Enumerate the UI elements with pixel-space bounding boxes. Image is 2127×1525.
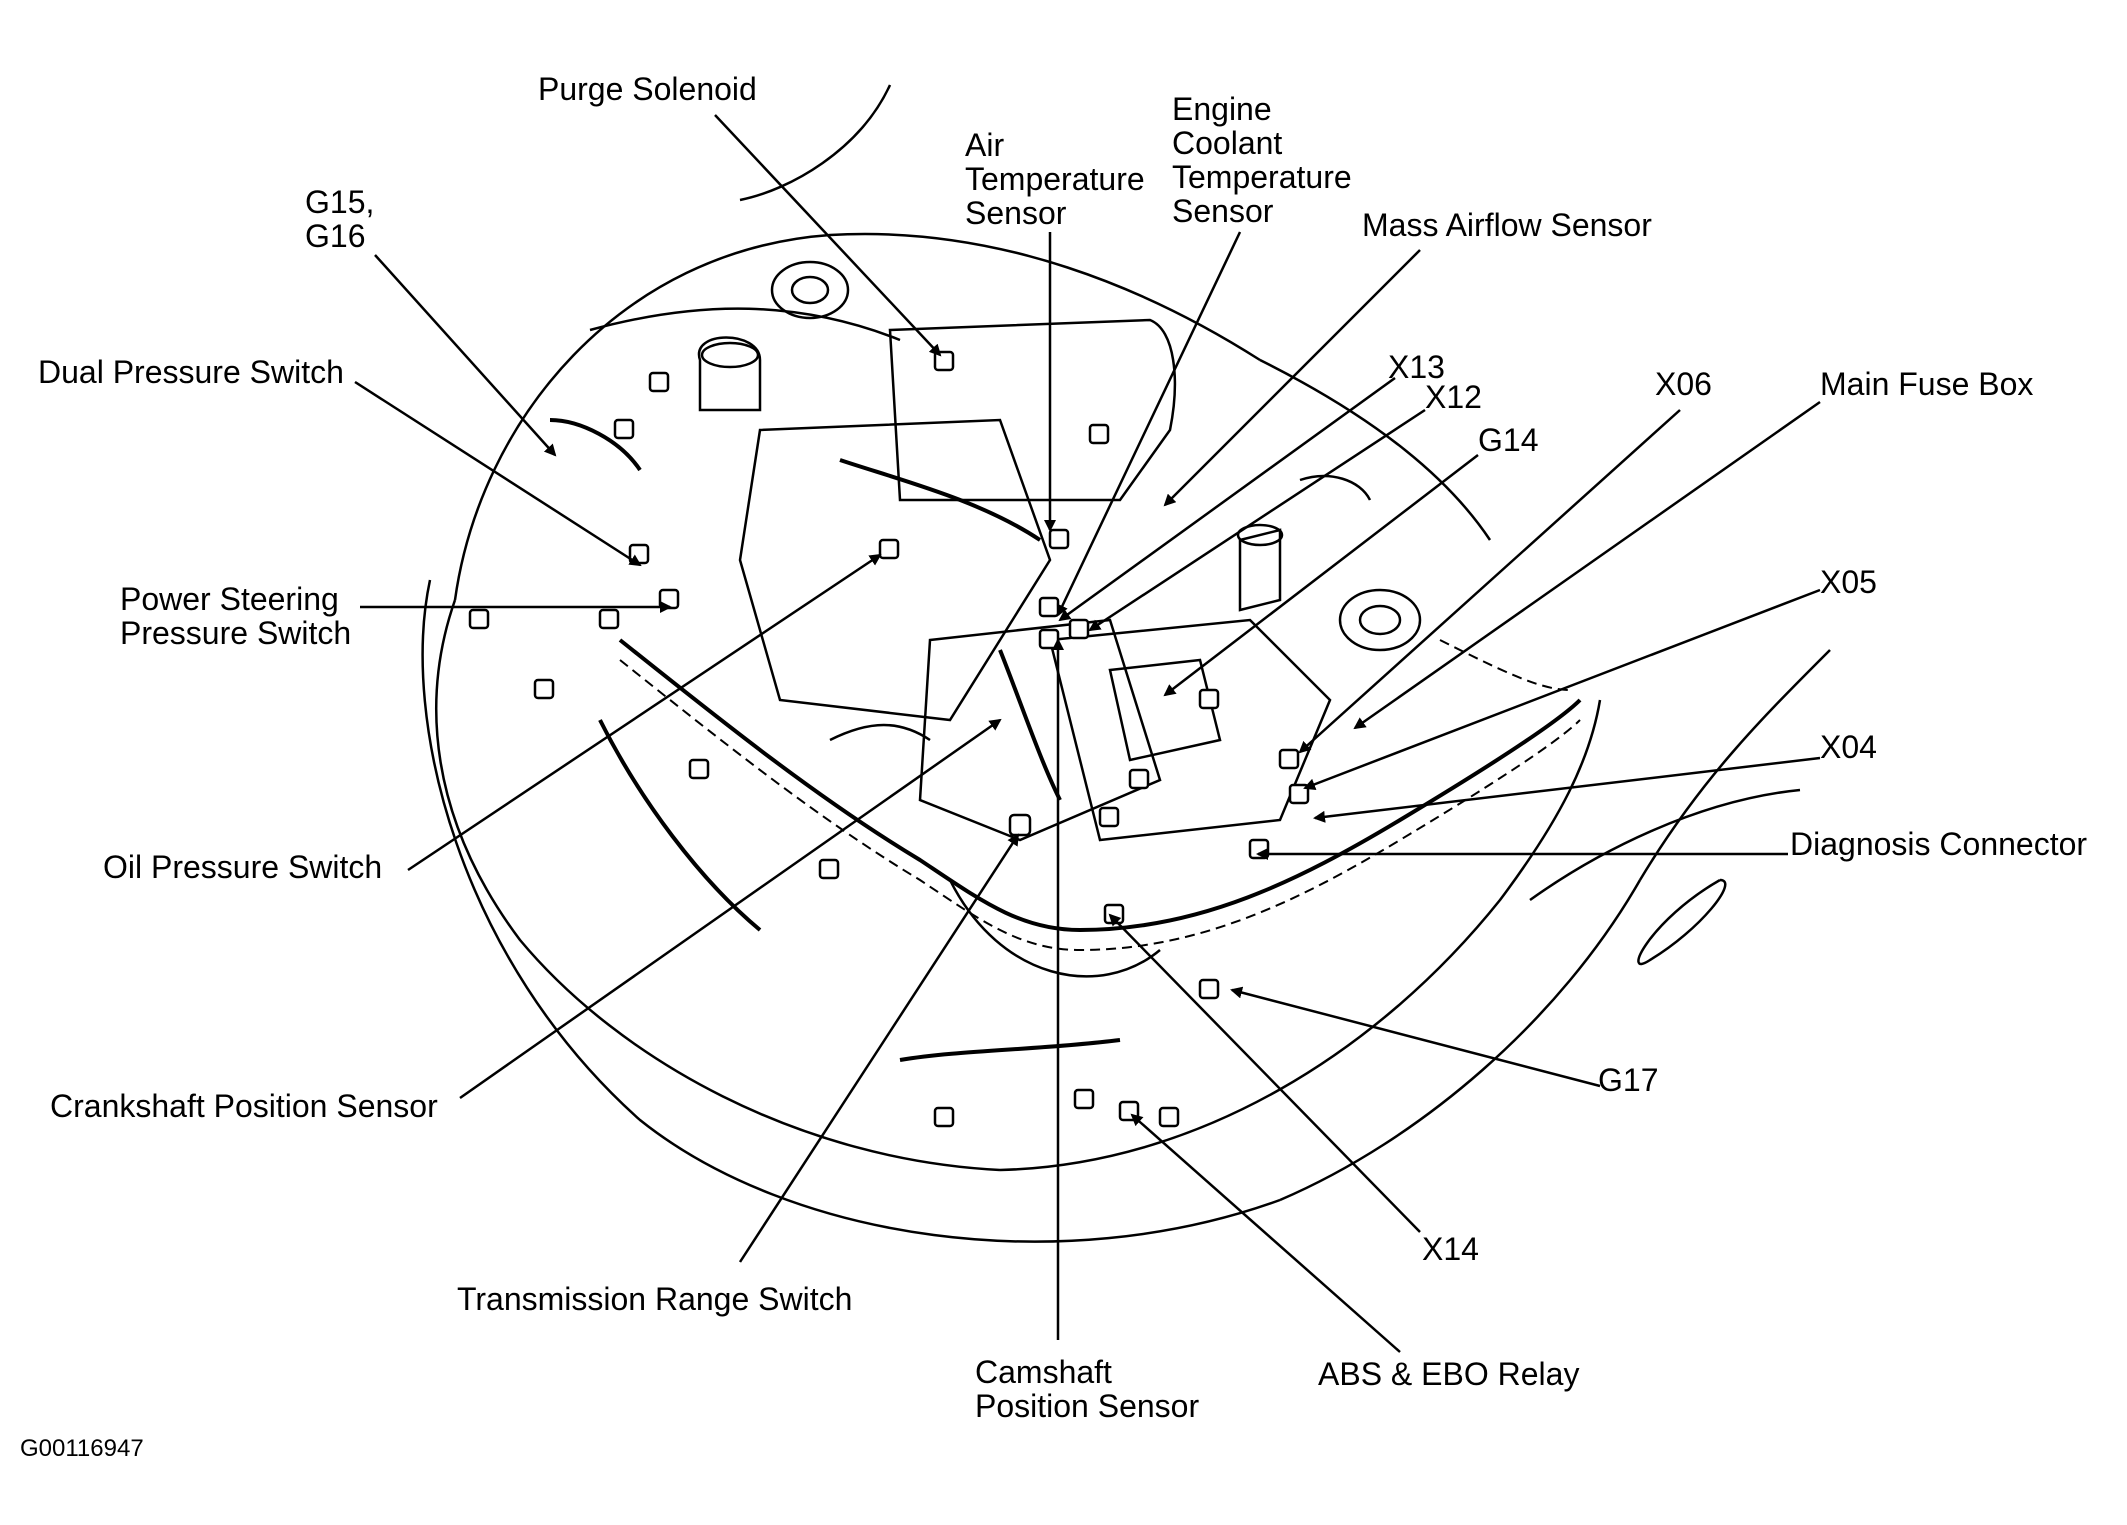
leader-g15-g16 — [374, 254, 557, 457]
leader-x12 — [1088, 408, 1426, 632]
leader-oil-pressure-switch — [407, 553, 882, 872]
label-main-fuse-box: Main Fuse Box — [1820, 366, 2034, 402]
strut-towers — [770, 260, 1422, 652]
label-x06: X06 — [1655, 366, 1712, 402]
leader-x05 — [1303, 588, 1821, 791]
leader-lines — [354, 114, 1821, 1353]
label-air-temperature-sensor: Air Temperature Sensor — [965, 127, 1145, 231]
label-diagnosis-connector: Diagnosis Connector — [1790, 826, 2088, 862]
leader-x04 — [1313, 756, 1821, 823]
leader-mass-airflow-sensor — [1163, 249, 1421, 507]
label-abs-ebo-relay: ABS & EBO Relay — [1318, 1356, 1580, 1392]
leader-main-fuse-box — [1353, 400, 1821, 730]
leader-x14 — [1108, 913, 1421, 1233]
label-g14: G14 — [1478, 422, 1539, 458]
figure-id: G00116947 — [20, 1435, 144, 1462]
vehicle-body-outline — [421, 84, 1831, 1243]
leader-crankshaft-position-sensor — [459, 718, 1002, 1100]
leader-dual-pressure-switch — [354, 380, 642, 567]
leader-x13 — [1058, 376, 1396, 622]
label-crankshaft-position-sensor: Crankshaft Position Sensor — [50, 1088, 438, 1124]
engine-assembly — [697, 318, 1372, 978]
leader-g17 — [1230, 986, 1601, 1088]
label-mass-airflow-sensor: Mass Airflow Sensor — [1362, 207, 1652, 243]
leader-engine-coolant-temperature-sensor — [1056, 231, 1242, 617]
label-x12: X12 — [1425, 379, 1482, 415]
label-x13: X13 — [1388, 349, 1445, 385]
label-power-steering-pressure-switch: Power Steering Pressure Switch — [120, 581, 352, 651]
label-engine-coolant-temperature-sensor: Engine Coolant Temperature Sensor — [1172, 91, 1352, 229]
wiring-harness-dashed — [619, 639, 1581, 952]
connectors — [468, 350, 1310, 1128]
label-purge-solenoid: Purge Solenoid — [538, 71, 757, 107]
label-camshaft-position-sensor: Camshaft Position Sensor — [975, 1354, 1200, 1424]
label-g17: G17 — [1598, 1062, 1659, 1098]
label-x14: X14 — [1422, 1231, 1479, 1267]
leader-x06 — [1298, 409, 1681, 754]
label-g15-g16: G15, G16 — [305, 184, 375, 254]
wiring-harness — [549, 418, 1582, 1062]
label-dual-pressure-switch: Dual Pressure Switch — [38, 354, 344, 390]
leader-purge-solenoid — [714, 114, 942, 357]
leader-transmission-range-switch — [738, 833, 1020, 1263]
leader-abs-ebo-relay — [1130, 1113, 1401, 1353]
label-oil-pressure-switch: Oil Pressure Switch — [103, 849, 383, 885]
label-transmission-range-switch: Transmission Range Switch — [457, 1281, 853, 1317]
leader-g14 — [1163, 454, 1479, 697]
label-x04: X04 — [1820, 729, 1877, 765]
label-x05: X05 — [1820, 564, 1877, 600]
